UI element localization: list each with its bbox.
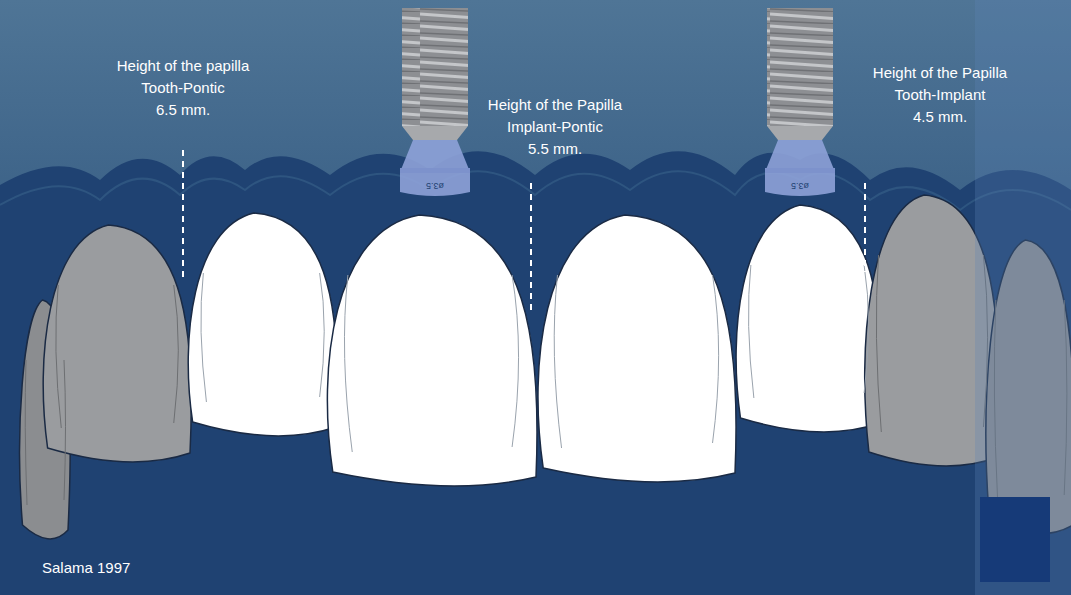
- side-panel: [975, 0, 1071, 595]
- papilla-height-line: [530, 183, 532, 312]
- dimension: 4.5 mm.: [913, 108, 967, 126]
- abutment-diameter: ø3.5: [426, 181, 444, 191]
- gingiva-region: [0, 0, 1071, 190]
- abutment-shoulder: [400, 168, 470, 173]
- dimension: 5.5 mm.: [528, 140, 582, 158]
- pontic-lateral: [188, 213, 337, 436]
- papilla-height-line: [864, 183, 866, 272]
- corner-square: [980, 497, 1050, 582]
- annotation-type: Tooth-Pontic: [141, 79, 224, 97]
- tooth-contour: [748, 265, 868, 398]
- citation: Salama 1997: [42, 559, 130, 577]
- abutment: [765, 140, 835, 196]
- dental-implant: [400, 8, 470, 196]
- abutment-diameter: ø3.5: [791, 181, 809, 191]
- papilla-height-line: [182, 150, 184, 282]
- tooth-contour: [25, 360, 65, 505]
- abutment-shoulder: [765, 168, 835, 173]
- implant-collar: [767, 126, 833, 140]
- tooth-contour: [876, 255, 987, 432]
- implant-body: [402, 8, 468, 126]
- annotation-heading: Height of the papilla: [117, 57, 250, 75]
- annotation-type: Tooth-Implant: [895, 86, 986, 104]
- tooth-contour: [201, 273, 324, 402]
- implant-crown-central: [327, 215, 537, 486]
- implant-collar: [402, 126, 468, 140]
- implant-body: [767, 8, 833, 126]
- pontic-central: [538, 215, 736, 482]
- abutment: [400, 140, 470, 196]
- implant-crown-lateral: [736, 205, 881, 432]
- annotation-heading: Height of the Papilla: [488, 96, 622, 114]
- dental-implant: [765, 8, 835, 196]
- annotation-type: Implant-Pontic: [507, 118, 603, 136]
- tooth-contour: [344, 275, 518, 452]
- dimension: 6.5 mm.: [156, 101, 210, 119]
- annotation-heading: Height of the Papilla: [873, 64, 1007, 82]
- tooth-contour: [554, 275, 718, 448]
- tooth-contour: [56, 285, 179, 428]
